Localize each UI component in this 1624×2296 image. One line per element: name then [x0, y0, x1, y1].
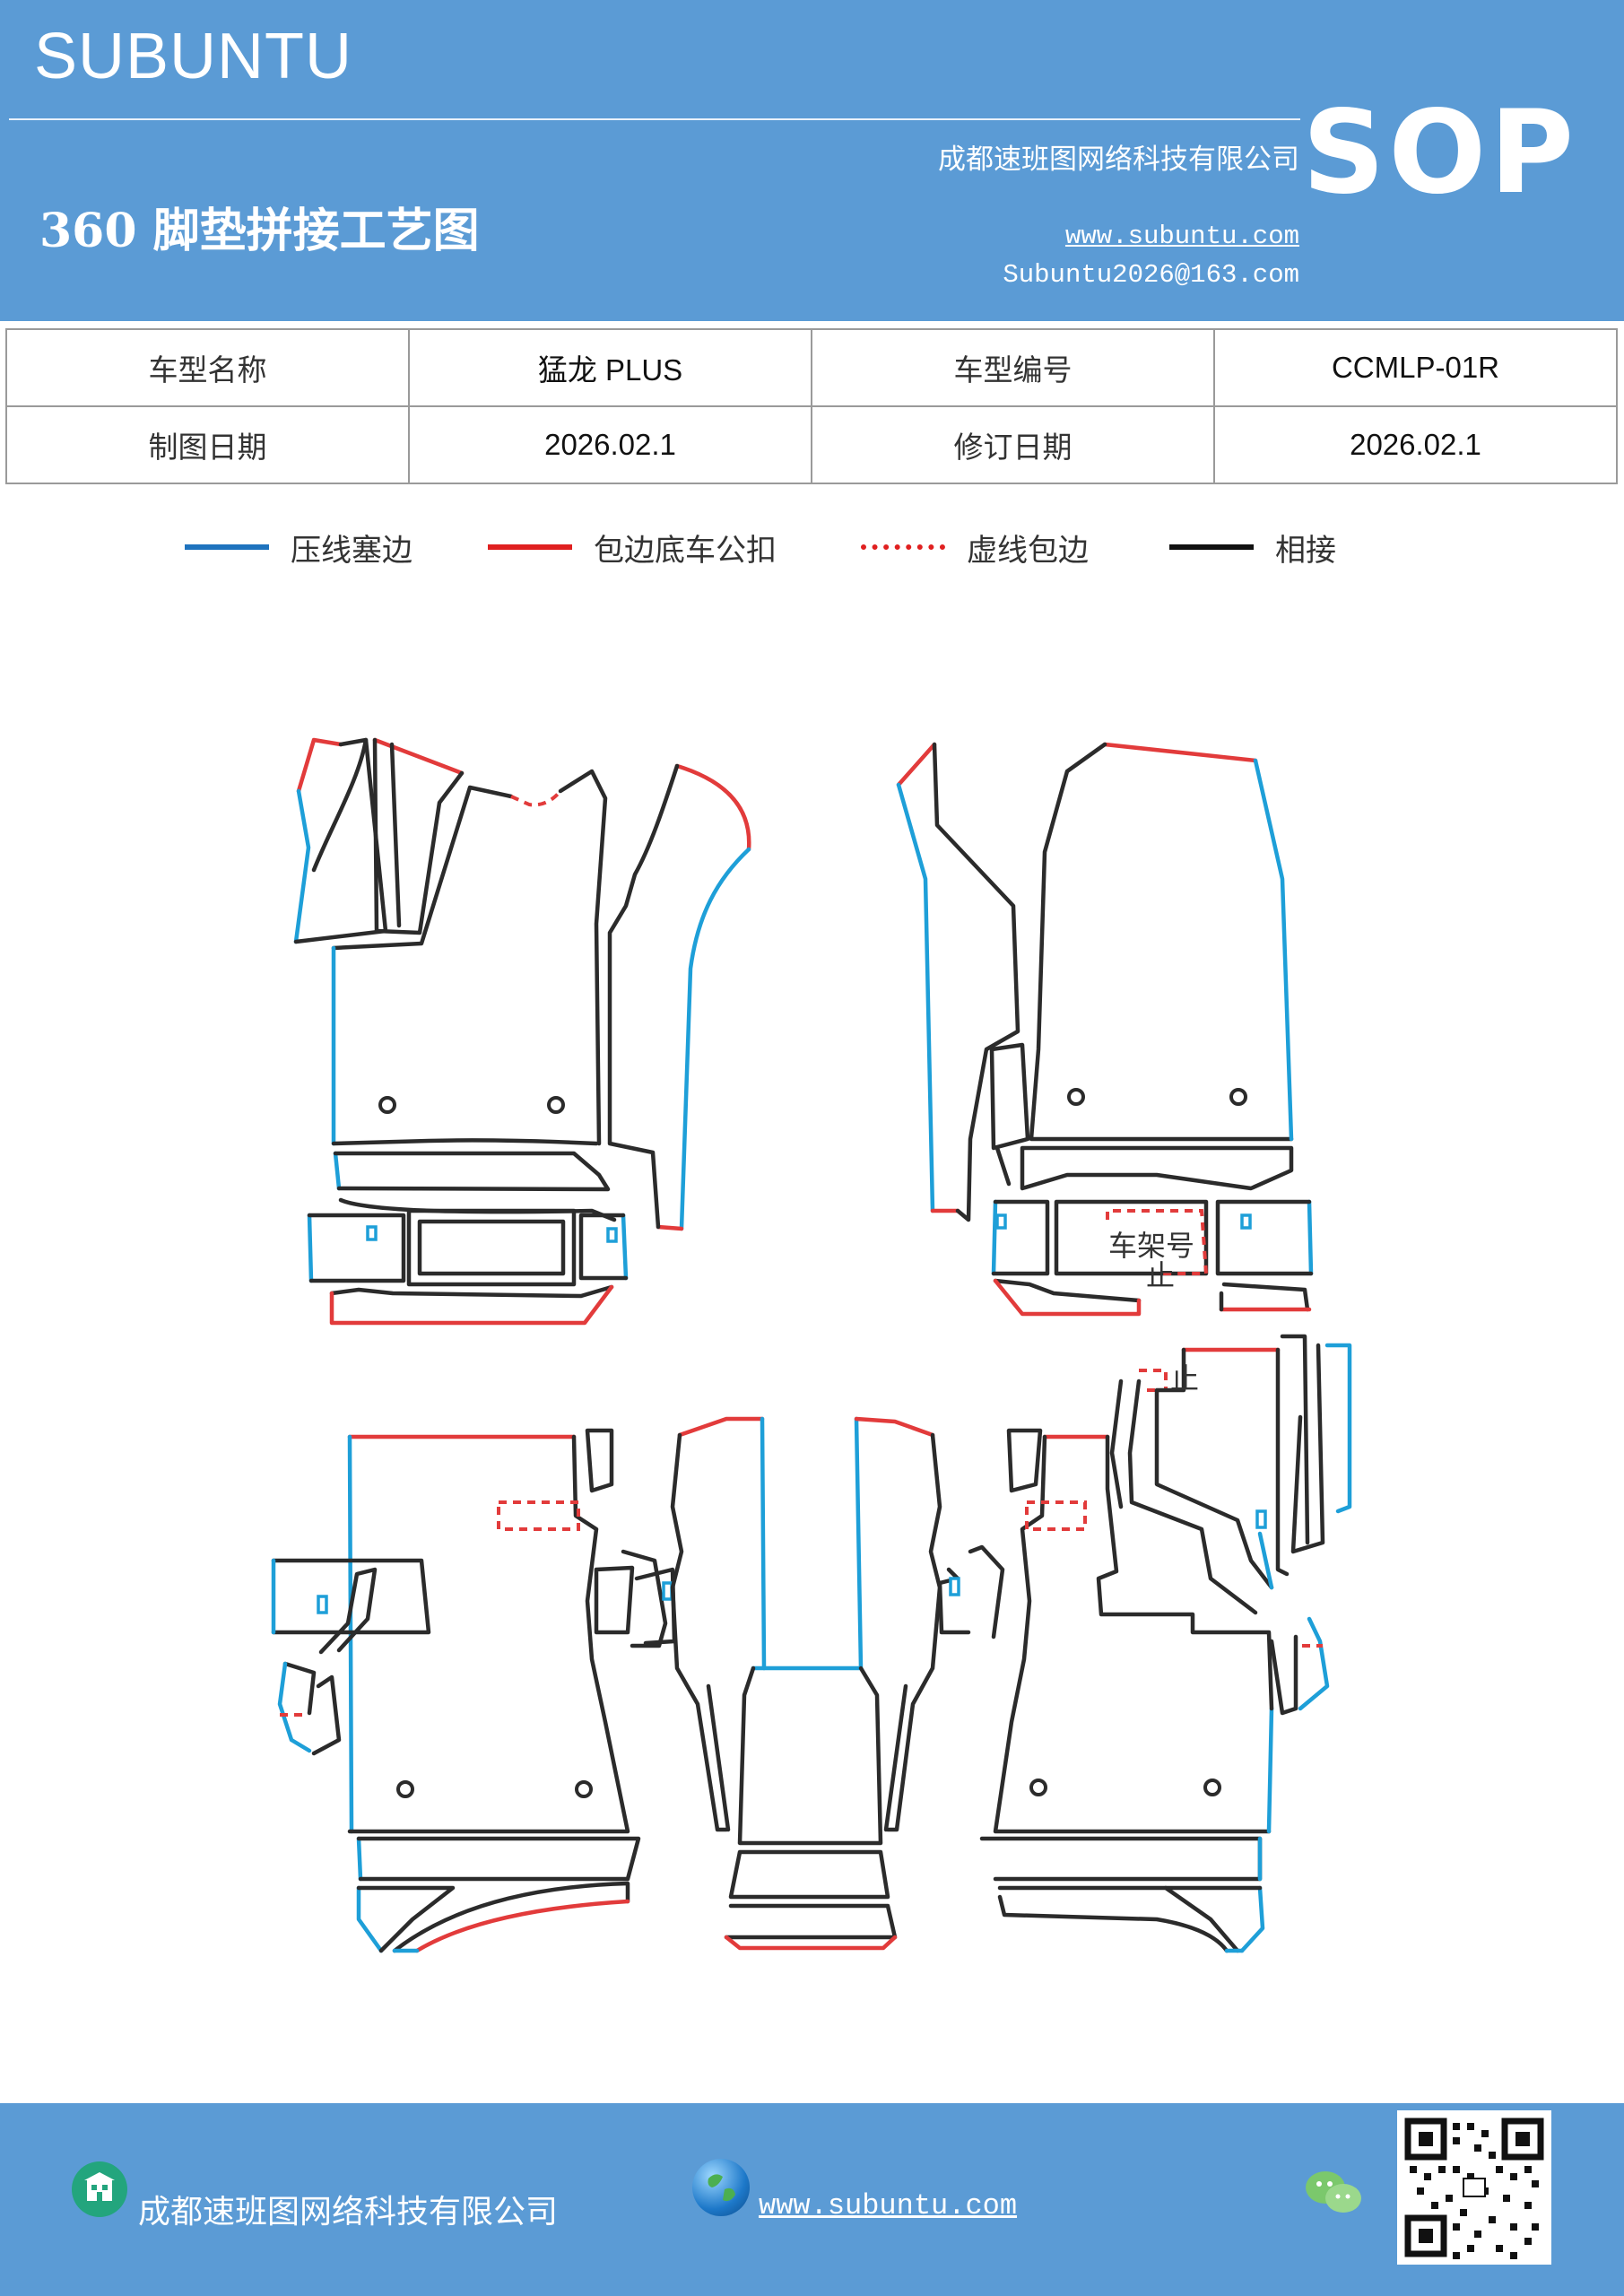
legend-item-press-line: 压线塞边 — [185, 520, 413, 574]
drawing-date-value: 2026.02.1 — [408, 405, 812, 484]
header-divider — [9, 118, 1300, 120]
mat-front-left — [293, 737, 751, 1326]
legend-item-join: 相接 — [1169, 520, 1336, 574]
model-code-value: CCMLP-01R — [1213, 328, 1618, 407]
model-name-value: 猛龙 PLUS — [408, 328, 812, 407]
qr-code — [1397, 2110, 1551, 2265]
revision-date-value: 2026.02.1 — [1213, 405, 1618, 484]
revision-date-label: 修订日期 — [811, 405, 1215, 484]
wechat-icon[interactable] — [1302, 2166, 1365, 2220]
legend-label: 压线塞边 — [291, 532, 413, 569]
table-row: 车型名称 猛龙 PLUS 车型编号 CCMLP-01R — [5, 328, 1618, 407]
footer-website-link[interactable]: www.subuntu.com — [759, 2189, 1018, 2222]
floor-mat-diagram: 车架号 止 — [0, 646, 1624, 1991]
frame-number-label: 车架号 — [1108, 1229, 1194, 1263]
mat-pieces-svg: 车架号 止 — [271, 737, 1352, 1953]
line-legend: 压线塞边 包边底车公扣 虚线包边 相接 — [0, 520, 1624, 574]
mat-rear-right: 止 — [937, 1334, 1352, 1953]
company-icon — [72, 2161, 127, 2217]
mat-rear-left — [271, 1428, 677, 1953]
legend-label: 虚线包边 — [967, 532, 1089, 569]
legend-swatch — [1169, 544, 1254, 550]
model-code-label: 车型编号 — [811, 328, 1215, 407]
mat-rear-center — [670, 1416, 942, 1951]
mat-front-right: 车架号 止 — [896, 742, 1314, 1317]
footer-banner: 成都速班图网络科技有限公司 www.subuntu.com — [0, 2103, 1624, 2296]
legend-swatch — [185, 544, 269, 550]
legend-item-dashed-wrap: 虚线包边 — [861, 520, 1089, 574]
drawing-date-label: 制图日期 — [5, 405, 410, 484]
globe-icon — [692, 2159, 750, 2216]
legend-label: 包边底车公扣 — [594, 532, 777, 569]
sop-badge: SOP — [1302, 86, 1577, 220]
vehicle-info-table: 车型名称 猛龙 PLUS 车型编号 CCMLP-01R 制图日期 2026.02… — [5, 328, 1618, 484]
document-title: 360 脚垫拼接工艺图 — [39, 204, 480, 258]
footer-company-name: 成都速班图网络科技有限公司 — [138, 2194, 559, 2231]
website-link[interactable]: www.subuntu.com — [1064, 222, 1299, 251]
legend-label: 相接 — [1275, 532, 1336, 569]
table-row: 制图日期 2026.02.1 修订日期 2026.02.1 — [5, 405, 1618, 484]
legend-swatch — [488, 544, 572, 550]
brand-name: SUBUNTU — [34, 21, 353, 92]
legend-item-wrap-edge: 包边底车公扣 — [488, 520, 777, 574]
model-name-label: 车型名称 — [5, 328, 410, 407]
header-banner: SUBUNTU 成都速班图网络科技有限公司 360 脚垫拼接工艺图 www.su… — [0, 0, 1624, 321]
company-name: 成都速班图网络科技有限公司 — [938, 144, 1299, 176]
stop-label-2: 止 — [1170, 1361, 1199, 1396]
stop-label-1: 止 — [1146, 1258, 1175, 1292]
email-address[interactable]: Subuntu2026@163.com — [1003, 260, 1299, 290]
legend-swatch — [861, 544, 945, 550]
